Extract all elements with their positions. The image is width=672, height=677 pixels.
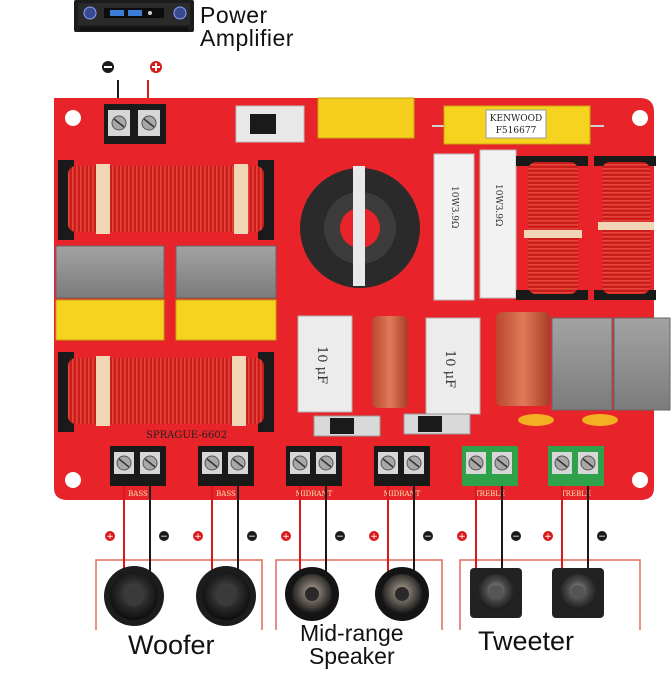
screw-slot xyxy=(382,458,394,468)
plus-marker xyxy=(281,531,291,541)
gray-capacitor xyxy=(55,245,165,299)
screw-slot xyxy=(118,458,130,468)
plus-marker xyxy=(457,531,467,541)
minus-sign: − xyxy=(424,532,432,542)
output-terminal-label: MIDRANT xyxy=(384,490,421,498)
minus-sign: − xyxy=(512,532,520,542)
minus-marker xyxy=(597,531,607,541)
screw-slot xyxy=(496,458,508,468)
minus-marker xyxy=(335,531,345,541)
inductor-l4 xyxy=(594,156,656,300)
resistor-label-left: 10W3.9Ω xyxy=(449,186,459,228)
minus-marker xyxy=(511,531,521,541)
yellow-capacitor xyxy=(175,299,277,341)
tweeter-speaker xyxy=(470,568,522,618)
minus-marker xyxy=(423,531,433,541)
kenwood-brand: KENWOOD xyxy=(490,114,542,124)
inductor-l1 xyxy=(58,160,274,240)
speaker-frames xyxy=(95,559,641,630)
output-terminal-label: BASS xyxy=(128,490,148,498)
screw-slot xyxy=(232,458,244,468)
plus-sign: + xyxy=(106,532,114,542)
cement-resistor xyxy=(433,153,475,301)
plus-marker xyxy=(543,531,553,541)
screw-slot xyxy=(470,458,482,468)
minus-marker xyxy=(247,531,257,541)
minus-marker xyxy=(159,531,169,541)
cap-mid-value: 10 μF xyxy=(442,350,457,388)
inductor-l3 xyxy=(516,156,588,300)
toroid-inductor xyxy=(300,166,420,288)
plus-sign: + xyxy=(370,532,378,542)
speaker-wires: + − + − + − + − + − + − xyxy=(105,486,607,572)
yellow-capacitor xyxy=(317,97,415,139)
kenwood-resistor xyxy=(432,105,604,145)
plus-sign: + xyxy=(194,532,202,542)
power-amplifier-device xyxy=(74,0,194,32)
input-terminal-block xyxy=(104,104,166,144)
output-terminal-label: TREBLE xyxy=(561,490,591,498)
screw-slot xyxy=(294,458,306,468)
gray-capacitor xyxy=(175,245,277,299)
output-terminal-label: BASS xyxy=(216,490,236,498)
screw-slot xyxy=(582,458,594,468)
plus-sign: + xyxy=(544,532,552,542)
tweeter-speaker xyxy=(552,568,604,618)
kenwood-code: F516677 xyxy=(496,126,537,136)
electrolytic-capacitor xyxy=(372,316,408,408)
film-capacitor xyxy=(425,317,481,415)
output-terminal-label: TREBLE xyxy=(475,490,505,498)
board-model: SPRAGUE-6602 xyxy=(146,430,227,441)
plus-marker xyxy=(105,531,115,541)
electrolytic-capacitor xyxy=(496,312,550,406)
screw-slot xyxy=(320,458,332,468)
small-capacitor xyxy=(582,414,618,426)
film-capacitor xyxy=(297,315,353,413)
tweeter-label: Tweeter xyxy=(478,626,575,656)
plus-marker xyxy=(369,531,379,541)
output-terminal-label: MIDRANT xyxy=(296,490,333,498)
screw-slot xyxy=(408,458,420,468)
plus-sign: + xyxy=(282,532,290,542)
minus-sign: − xyxy=(336,532,344,542)
cement-resistor xyxy=(479,149,517,299)
power-amplifier-label: Power Amplifier xyxy=(200,2,294,51)
cap-left-value: 10 μF xyxy=(314,346,329,384)
small-capacitor xyxy=(518,414,554,426)
woofer-speaker xyxy=(104,566,164,626)
minus-sign: − xyxy=(248,532,256,542)
minus-sign: − xyxy=(598,532,606,542)
mid-range-speaker xyxy=(285,567,339,621)
minus-sign: − xyxy=(160,532,168,542)
woofer-speaker xyxy=(196,566,256,626)
mid-range-speaker xyxy=(375,567,429,621)
plus-sign: + xyxy=(458,532,466,542)
screw-slot xyxy=(556,458,568,468)
mid-range-label: Mid-range Speaker xyxy=(300,620,404,670)
yellow-capacitor xyxy=(55,299,165,341)
gray-capacitor xyxy=(551,317,613,411)
plus-marker xyxy=(193,531,203,541)
screw-slot xyxy=(206,458,218,468)
woofer-label: Woofer xyxy=(128,630,215,660)
screw-slot xyxy=(144,458,156,468)
gray-capacitor xyxy=(613,317,671,411)
inductor-l2 xyxy=(58,352,274,432)
resistor-label-right: 10W3.9Ω xyxy=(493,184,503,226)
output-terminals: BASS BASS MIDRANT MIDRANT TREBLE TREBLE xyxy=(110,446,604,498)
